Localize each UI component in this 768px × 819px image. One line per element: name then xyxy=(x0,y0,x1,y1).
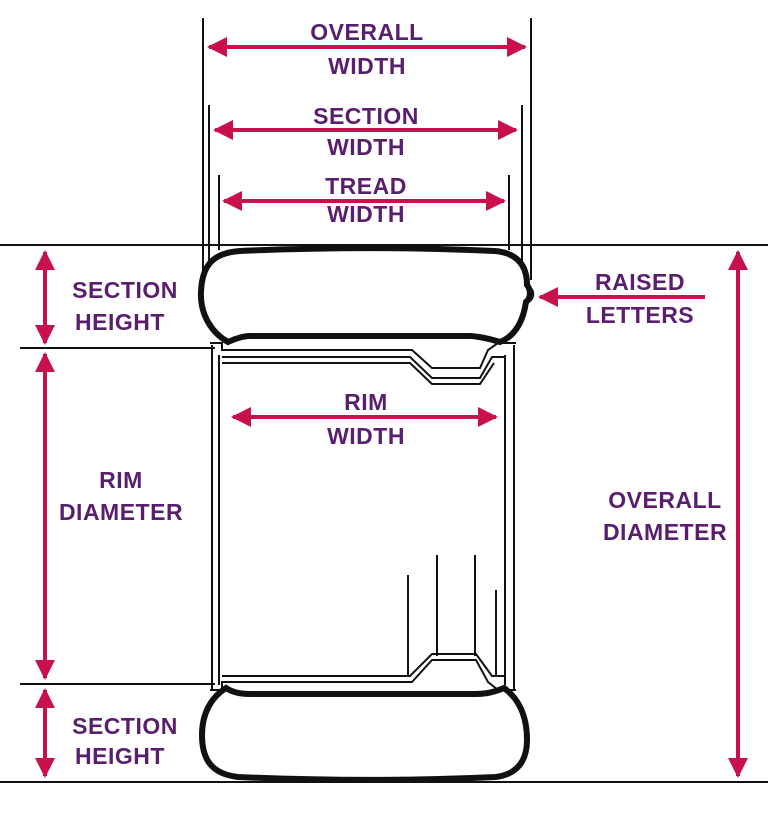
width-extension-lines xyxy=(202,18,532,280)
tread-width-label-line1: TREAD xyxy=(325,173,407,199)
dimension-arrows xyxy=(35,37,748,778)
raised-letters-label-line1: RAISED xyxy=(595,269,685,295)
section-height-bottom-label-line1: SECTION xyxy=(72,713,178,739)
rim-diameter-label-line1: RIM xyxy=(99,467,143,493)
overall-diameter-label-line2: DIAMETER xyxy=(603,519,727,545)
rim-diameter-label-line2: DIAMETER xyxy=(59,499,183,525)
section-width-label-line2: WIDTH xyxy=(327,134,405,160)
section-height-top-label-line1: SECTION xyxy=(72,277,178,303)
labels: OVERALL WIDTH SECTION WIDTH TREAD WIDTH … xyxy=(59,19,727,769)
tire-bottom-section xyxy=(198,684,531,783)
tread-width-label-line2: WIDTH xyxy=(327,201,405,227)
tire-top-section xyxy=(197,245,533,346)
raised-letters-label-line2: LETTERS xyxy=(586,302,694,328)
overall-width-label-line2: WIDTH xyxy=(328,53,406,79)
rim-top-profile-inner xyxy=(222,356,505,379)
rim-top-profile-outer xyxy=(210,342,516,369)
section-height-top-label-line2: HEIGHT xyxy=(75,309,165,335)
overall-diameter-label-line1: OVERALL xyxy=(608,487,721,513)
rim-width-label-line2: WIDTH xyxy=(327,423,405,449)
rim-bottom-profile-inner xyxy=(222,653,505,677)
section-width-label-line1: SECTION xyxy=(313,103,419,129)
rim-top-profile-base xyxy=(222,362,495,385)
raised-letters-bump xyxy=(525,285,535,304)
section-height-bottom-label-line2: HEIGHT xyxy=(75,743,165,769)
rim-wheel xyxy=(210,342,516,691)
rim-width-label-line1: RIM xyxy=(344,389,388,415)
overall-width-label-line1: OVERALL xyxy=(310,19,423,45)
